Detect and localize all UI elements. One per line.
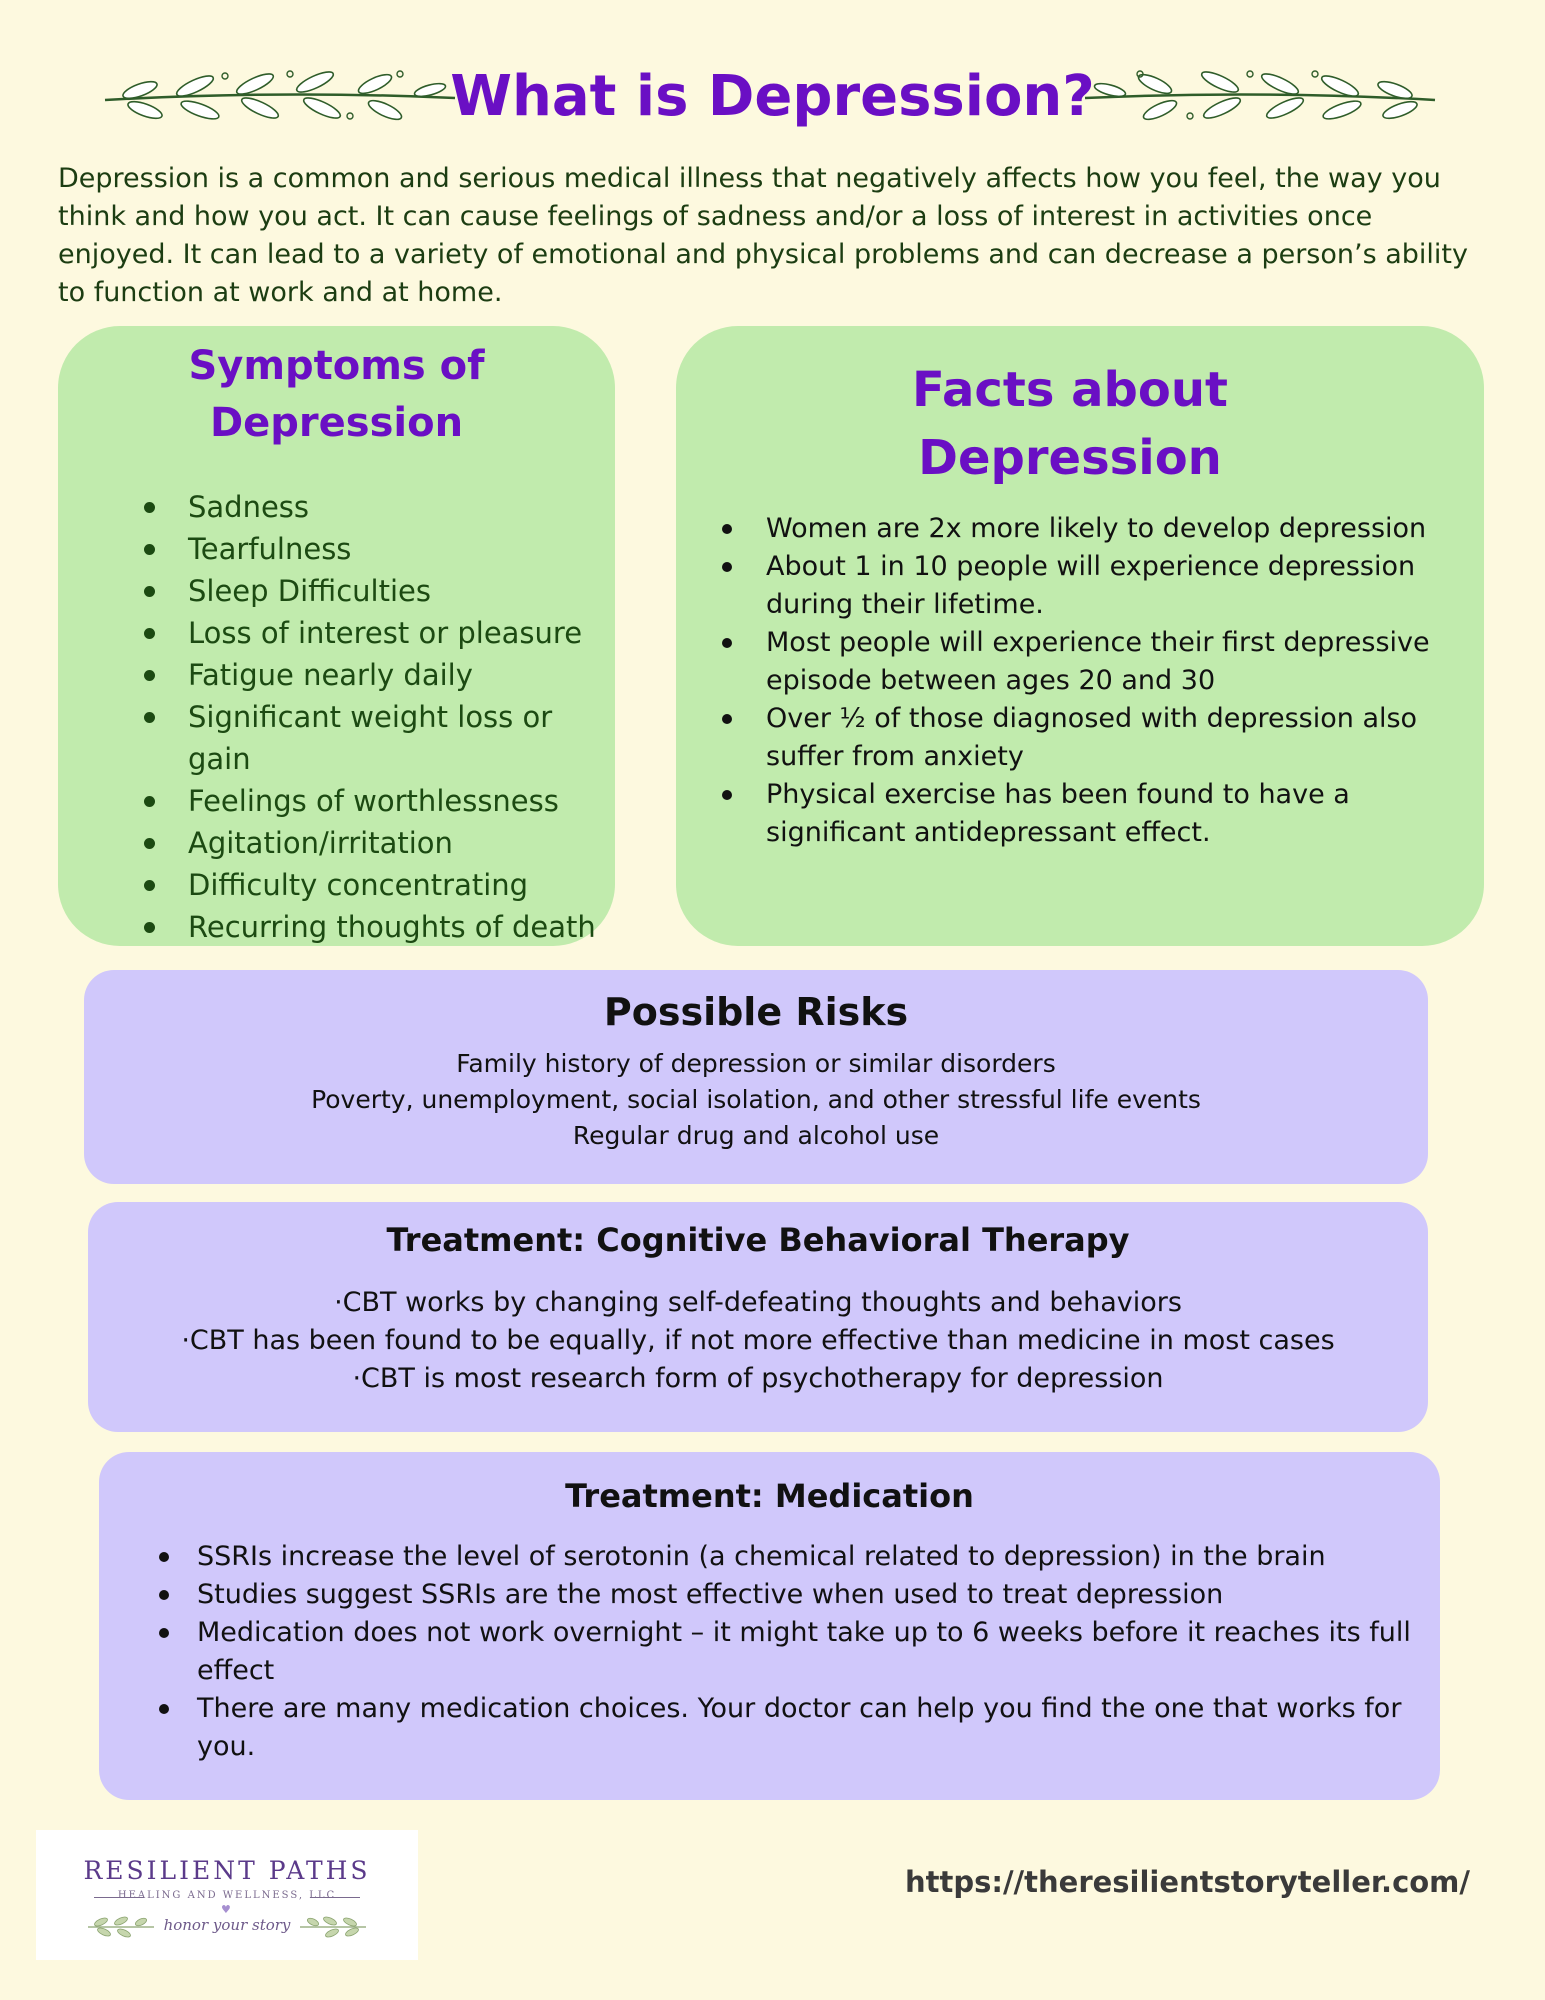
list-item: Most people will experience their first … — [718, 624, 1478, 700]
logo-name: RESILIENT PATHS — [83, 1856, 371, 1885]
risks-list: Family history of depression or similar … — [84, 1046, 1428, 1154]
risks-card: Possible Risks Family history of depress… — [84, 970, 1428, 1184]
cbt-title: Treatment: Cognitive Behavioral Therapy — [386, 1221, 1130, 1259]
list-item: Fatigue nearly daily — [140, 654, 615, 696]
medication-title: Treatment: Medication — [565, 1477, 974, 1515]
vine-right-icon — [1084, 70, 1436, 121]
list-item: Physical exercise has been found to have… — [718, 776, 1478, 852]
cbt-card: Treatment: Cognitive Behavioral Therapy … — [88, 1202, 1428, 1432]
risks-title: Possible Risks — [603, 990, 909, 1034]
list-item: Recurring thoughts of death — [140, 906, 615, 948]
list-item: Regular drug and alcohol use — [572, 1121, 940, 1150]
list-item: Over ½ of those diagnosed with depressio… — [718, 700, 1478, 776]
medication-list: SSRIs increase the level of serotonin (a… — [155, 1538, 1415, 1766]
facts-title: Facts about Depression — [912, 362, 1228, 486]
website-link[interactable]: https://theresilientstoryteller.com/ — [904, 1865, 1470, 1899]
symptom-list: Sadness Tearfulness Sleep Difficulties L… — [140, 486, 615, 948]
list-item: Women are 2x more likely to develop depr… — [718, 510, 1478, 548]
list-item: Agitation/irritation — [140, 822, 615, 864]
heart-icon: ♥ — [221, 1903, 231, 1916]
list-item: Family history of depression or similar … — [456, 1049, 1056, 1078]
facts-list: Women are 2x more likely to develop depr… — [718, 510, 1478, 852]
intro-paragraph: Depression is a common and serious medic… — [58, 163, 1468, 308]
cbt-list: ·CBT works by changing self-defeating th… — [88, 1284, 1428, 1398]
list-item: SSRIs increase the level of serotonin (a… — [155, 1538, 1415, 1576]
list-item: Significant weight loss or gain — [140, 696, 615, 780]
list-item: About 1 in 10 people will experience dep… — [718, 548, 1478, 624]
symptoms-card: Symptoms of Depression Sadness Tearfulne… — [58, 326, 615, 946]
list-item: There are many medication choices. Your … — [155, 1690, 1415, 1766]
list-item: ·CBT is most research form of psychother… — [352, 1363, 1164, 1394]
list-item: Sadness — [140, 486, 615, 528]
divider — [310, 1897, 360, 1898]
facts-card: Facts about Depression Women are 2x more… — [676, 326, 1484, 946]
list-item: Loss of interest or pleasure — [140, 612, 615, 654]
list-item: Medication does not work overnight – it … — [155, 1614, 1415, 1690]
list-item: Difficulty concentrating — [140, 864, 615, 906]
logo-tagline: honor your story — [163, 1916, 291, 1934]
list-item: ·CBT works by changing self-defeating th… — [334, 1287, 1182, 1318]
page-title: What is Depression? — [450, 64, 1095, 129]
logo-subtitle: HEALING AND WELLNESS, LLC — [117, 1890, 337, 1901]
list-item: Feelings of worthlessness — [140, 780, 615, 822]
leaf-icon — [88, 1916, 154, 1938]
list-item: Studies suggest SSRIs are the most effec… — [155, 1576, 1415, 1614]
vine-left-icon — [104, 70, 456, 121]
leaf-icon — [300, 1916, 366, 1938]
list-item: Poverty, unemployment, social isolation,… — [311, 1085, 1201, 1114]
divider — [94, 1897, 144, 1898]
symptoms-title: Symptoms of Depression — [188, 343, 485, 446]
list-item: Tearfulness — [140, 528, 615, 570]
list-item: ·CBT has been found to be equally, if no… — [181, 1325, 1335, 1356]
logo: RESILIENT PATHS HEALING AND WELLNESS, LL… — [36, 1830, 418, 1960]
list-item: Sleep Difficulties — [140, 570, 615, 612]
medication-card: Treatment: Medication SSRIs increase the… — [99, 1452, 1440, 1800]
